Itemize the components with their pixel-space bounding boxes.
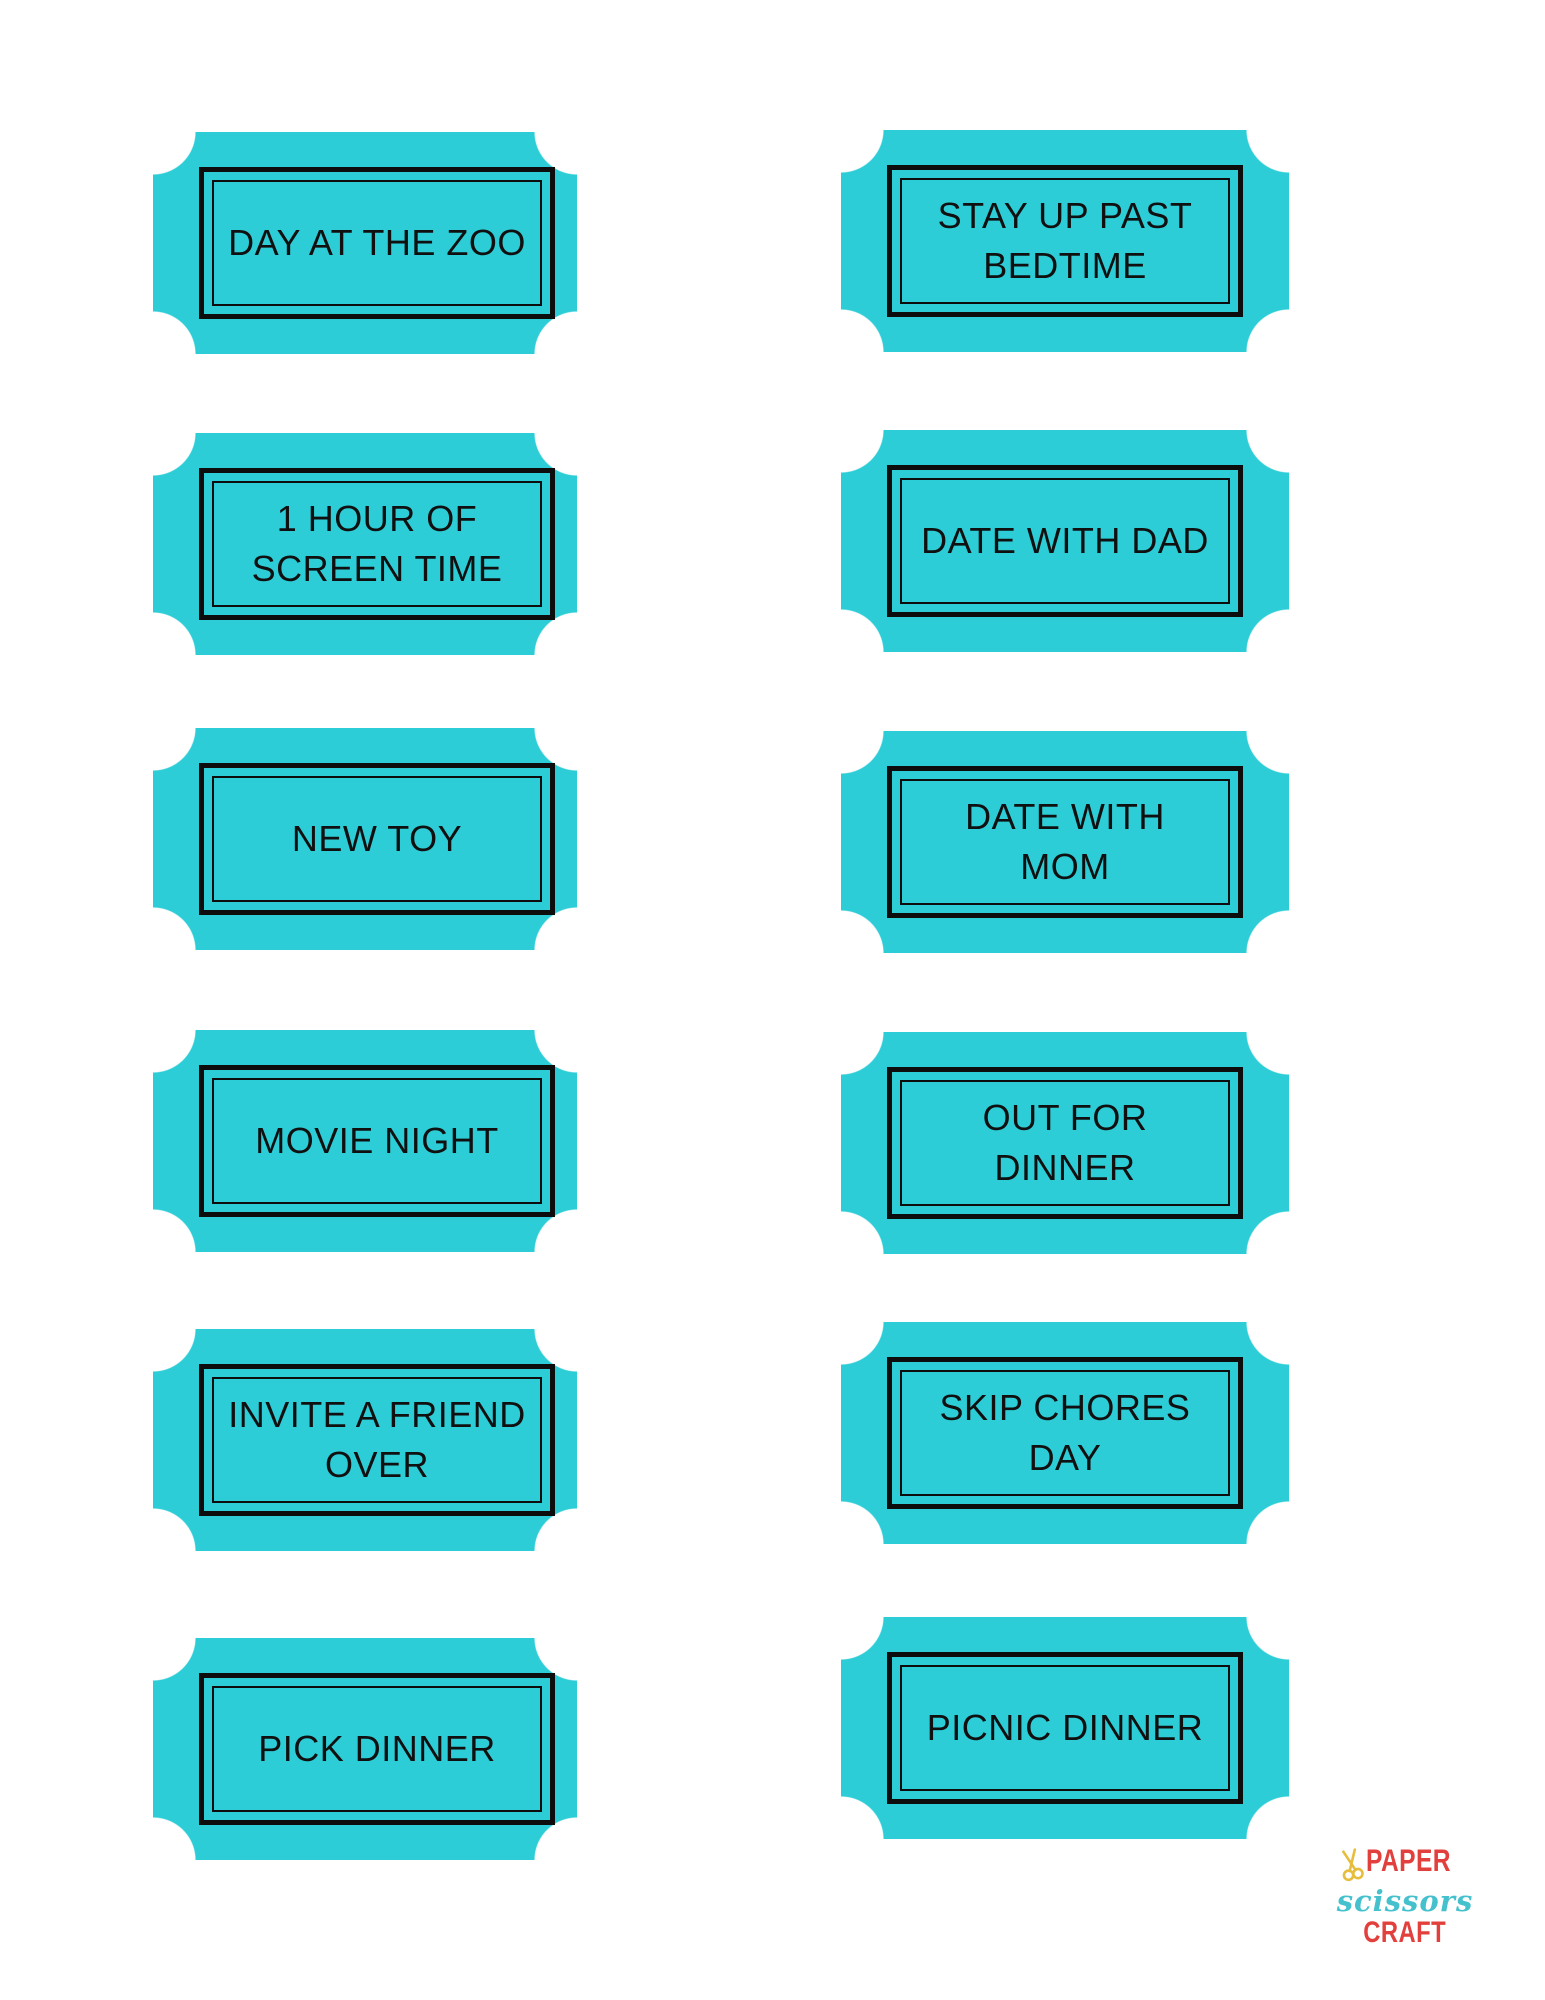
ticket-frame: 1 HOUR OF SCREEN TIME — [199, 468, 555, 620]
ticket-1-hour-of-screen-time: 1 HOUR OF SCREEN TIME — [153, 433, 577, 655]
brand-word-paper: PAPER — [1366, 1843, 1452, 1879]
ticket-frame: PICK DINNER — [199, 1673, 555, 1825]
ticket-label: NEW TOY — [291, 818, 463, 859]
ticket-label: DATE WITH MOM — [965, 796, 1165, 887]
ticket-invite-a-friend-over: INVITE A FRIEND OVER — [153, 1329, 577, 1551]
ticket-frame: DATE WITH DAD — [887, 465, 1243, 617]
ticket-frame-inner: DATE WITH MOM — [900, 779, 1230, 905]
ticket-label: 1 HOUR OF SCREEN TIME — [251, 498, 503, 589]
ticket-frame-inner: NEW TOY — [212, 776, 542, 902]
ticket-frame: STAY UP PAST BEDTIME — [887, 165, 1243, 317]
ticket-frame-inner: INVITE A FRIEND OVER — [212, 1377, 542, 1503]
ticket-out-for-dinner: OUT FOR DINNER — [841, 1032, 1289, 1254]
ticket-frame: DATE WITH MOM — [887, 766, 1243, 918]
ticket-frame: MOVIE NIGHT — [199, 1065, 555, 1217]
brand-logo: PAPER scissors CRAFT — [1330, 1843, 1480, 1949]
ticket-pick-dinner: PICK DINNER — [153, 1638, 577, 1860]
ticket-frame-inner: DATE WITH DAD — [900, 478, 1230, 604]
ticket-frame: OUT FOR DINNER — [887, 1067, 1243, 1219]
ticket-frame: NEW TOY — [199, 763, 555, 915]
ticket-label: STAY UP PAST BEDTIME — [937, 195, 1193, 286]
ticket-movie-night: MOVIE NIGHT — [153, 1030, 577, 1252]
ticket-frame-inner: MOVIE NIGHT — [212, 1078, 542, 1204]
ticket-frame: DAY AT THE ZOO — [199, 167, 555, 319]
ticket-frame-inner: SKIP CHORES DAY — [900, 1370, 1230, 1496]
ticket-picnic-dinner: PICNIC DINNER — [841, 1617, 1289, 1839]
ticket-label: PICNIC DINNER — [926, 1707, 1204, 1748]
ticket-stay-up-past-bedtime: STAY UP PAST BEDTIME — [841, 130, 1289, 352]
ticket-frame-inner: PICK DINNER — [212, 1686, 542, 1812]
ticket-new-toy: NEW TOY — [153, 728, 577, 950]
ticket-frame: INVITE A FRIEND OVER — [199, 1364, 555, 1516]
ticket-label: DATE WITH DAD — [921, 520, 1209, 561]
ticket-frame-inner: STAY UP PAST BEDTIME — [900, 178, 1230, 304]
ticket-frame-inner: PICNIC DINNER — [900, 1665, 1230, 1791]
ticket-label: INVITE A FRIEND OVER — [228, 1394, 526, 1485]
ticket-frame: PICNIC DINNER — [887, 1652, 1243, 1804]
ticket-label: MOVIE NIGHT — [255, 1120, 499, 1161]
ticket-skip-chores-day: SKIP CHORES DAY — [841, 1322, 1289, 1544]
ticket-frame-inner: OUT FOR DINNER — [900, 1080, 1230, 1206]
brand-word-scissors: scissors — [1336, 1884, 1474, 1918]
ticket-label: PICK DINNER — [258, 1728, 496, 1769]
ticket-label: OUT FOR DINNER — [982, 1097, 1148, 1188]
ticket-date-with-mom: DATE WITH MOM — [841, 731, 1289, 953]
ticket-label: SKIP CHORES DAY — [939, 1387, 1191, 1478]
ticket-frame-inner: DAY AT THE ZOO — [212, 180, 542, 306]
ticket-frame: SKIP CHORES DAY — [887, 1357, 1243, 1509]
ticket-date-with-dad: DATE WITH DAD — [841, 430, 1289, 652]
brand-word-craft: CRAFT — [1363, 1915, 1447, 1949]
scissors-icon — [1337, 1845, 1367, 1887]
ticket-label: DAY AT THE ZOO — [228, 222, 526, 263]
ticket-day-at-the-zoo: DAY AT THE ZOO — [153, 132, 577, 354]
ticket-frame-inner: 1 HOUR OF SCREEN TIME — [212, 481, 542, 607]
